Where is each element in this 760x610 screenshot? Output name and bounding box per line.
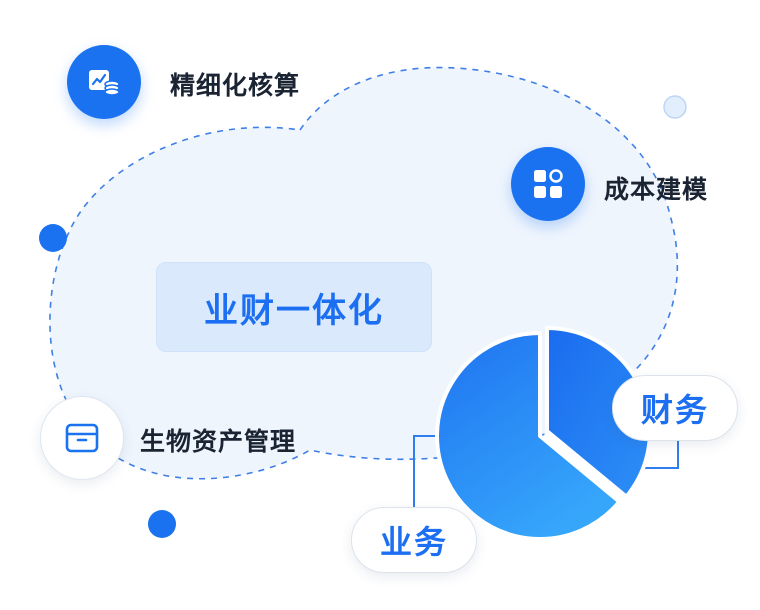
blocks-grid-icon[interactable] bbox=[511, 147, 585, 221]
node-label-fine-accounting: 精细化核算 bbox=[170, 71, 301, 100]
pill-business[interactable]: 业务 bbox=[351, 507, 477, 573]
ledger-coins-icon[interactable] bbox=[67, 45, 141, 119]
pill-business-label: 业务 bbox=[379, 523, 448, 561]
node-label-cost-modeling: 成本建模 bbox=[604, 175, 709, 204]
center-label: 业财一体化 bbox=[204, 290, 384, 331]
decor-dot-top-right bbox=[663, 95, 687, 119]
pill-finance[interactable]: 财务 bbox=[612, 375, 738, 441]
decor-dot-bottom bbox=[148, 510, 176, 538]
node-label-bio-asset: 生物资产管理 bbox=[140, 427, 297, 456]
box-icon[interactable] bbox=[40, 396, 124, 480]
pie-slice-business bbox=[435, 331, 622, 541]
decor-dot-left bbox=[39, 224, 67, 252]
center-label-box: 业财一体化 bbox=[156, 262, 432, 352]
pill-finance-label: 财务 bbox=[640, 391, 709, 429]
